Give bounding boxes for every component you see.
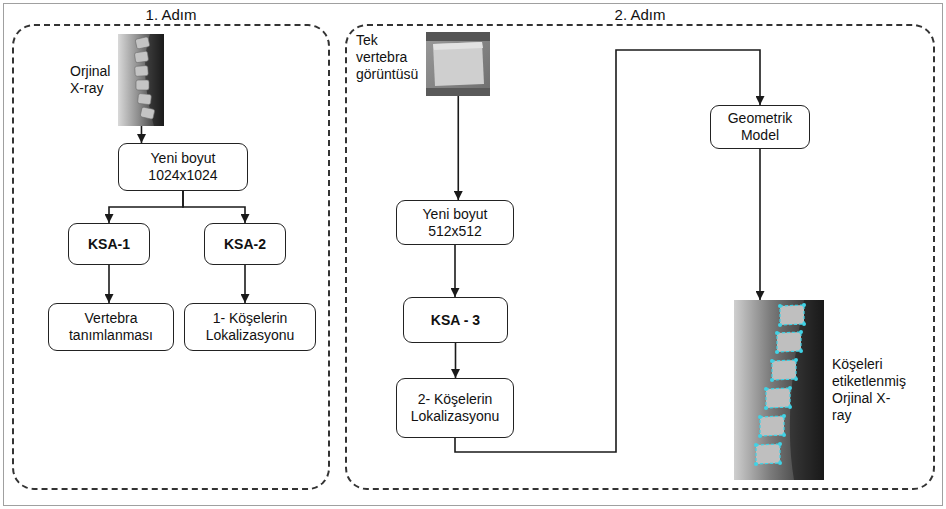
image-node: Tek vertebra görüntüsü: [356, 32, 490, 96]
node-label: Yeni boyut 1024x1024: [127, 150, 239, 184]
flow-arrow: [454, 245, 456, 297]
output-box: Vertebra tanımlanması: [48, 303, 174, 351]
flow-arrow: [183, 191, 245, 223]
node-label: Orjinal X-ray: [70, 63, 110, 97]
node-label: KSA-2: [224, 236, 266, 253]
step-group: 2. Adım Tek vertebra görüntüsüYeni boyut…: [345, 24, 935, 490]
flow-arrow: [109, 191, 183, 223]
step-heading: 1. Adım: [14, 6, 328, 24]
step-heading: 2. Adım: [347, 6, 933, 24]
process-box: Yeni boyut 512x512: [396, 200, 514, 245]
node-label: Geometrik Model: [719, 110, 801, 144]
flow-arrow: [759, 149, 761, 300]
process-box: Geometrik Model: [710, 105, 810, 149]
labelled-xray-image: [734, 300, 824, 480]
image-node: Orjinal X-ray: [70, 34, 164, 126]
flow-arrow: [457, 96, 459, 200]
node-label: KSA - 3: [431, 312, 480, 329]
image-node: Köşeleri etiketlenmiş Orjinal X-ray: [734, 300, 906, 480]
step-group: 1. Adım Orjinal X-rayYeni boyut 1024x102…: [12, 24, 330, 490]
network-box: KSA - 3: [403, 297, 508, 343]
frame-border: [4, 4, 943, 506]
flow-arrow: [244, 265, 246, 303]
node-label: 1- Köşelerin Lokalizasyonu: [193, 310, 307, 344]
flow-arrow: [141, 126, 143, 143]
output-box: 2- Köşelerin Lokalizasyonu: [396, 378, 514, 438]
node-label: Yeni boyut 512x512: [405, 206, 505, 240]
network-box: KSA-2: [204, 223, 286, 265]
output-box: 1- Köşelerin Lokalizasyonu: [184, 303, 316, 351]
flow-arrow: [108, 265, 110, 303]
process-box: Yeni boyut 1024x1024: [118, 143, 248, 191]
network-box: KSA-1: [68, 223, 150, 265]
xray-image: [118, 34, 164, 126]
node-label: Köşeleri etiketlenmiş Orjinal X-ray: [832, 356, 906, 423]
node-label: Tek vertebra görüntüsü: [356, 32, 418, 82]
node-label: 2- Köşelerin Lokalizasyonu: [405, 391, 505, 425]
node-label: Vertebra tanımlanması: [57, 310, 165, 344]
node-label: KSA-1: [88, 236, 130, 253]
flow-arrow: [455, 343, 457, 378]
vertebra-image: [426, 32, 490, 96]
